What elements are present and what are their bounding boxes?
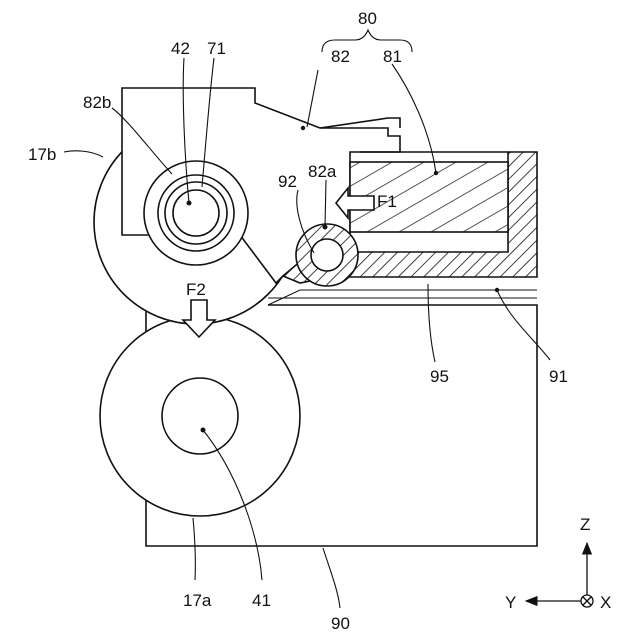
- point-82: [301, 126, 305, 130]
- label-82: 82: [331, 47, 350, 66]
- pin-82a: [311, 239, 343, 271]
- shaft-42: [173, 190, 219, 236]
- label-f1: F1: [377, 192, 397, 211]
- axis-label-y: Y: [505, 593, 516, 612]
- label-82b: 82b: [83, 93, 111, 112]
- label-f2: F2: [186, 280, 206, 299]
- leader-17a: [193, 518, 195, 580]
- leader-95: [428, 284, 435, 362]
- bracket-top: [320, 118, 400, 128]
- leader-17b: [64, 151, 103, 157]
- label-95: 95: [430, 367, 449, 386]
- label-92: 92: [278, 172, 297, 191]
- label-80: 80: [358, 9, 377, 28]
- label-90: 90: [331, 614, 350, 633]
- axis-label-z: Z: [580, 515, 590, 534]
- label-82a: 82a: [308, 162, 337, 181]
- label-41: 41: [252, 591, 271, 610]
- label-17b: 17b: [28, 145, 56, 164]
- label-17a: 17a: [183, 591, 212, 610]
- label-81: 81: [383, 47, 402, 66]
- leader-82: [307, 70, 318, 127]
- label-91: 91: [549, 367, 568, 386]
- label-71: 71: [207, 39, 226, 58]
- label-42: 42: [171, 39, 190, 58]
- leader-91: [497, 290, 550, 360]
- shaft-41: [162, 378, 238, 454]
- axis-label-x: X: [600, 593, 611, 612]
- leader-90: [323, 548, 340, 608]
